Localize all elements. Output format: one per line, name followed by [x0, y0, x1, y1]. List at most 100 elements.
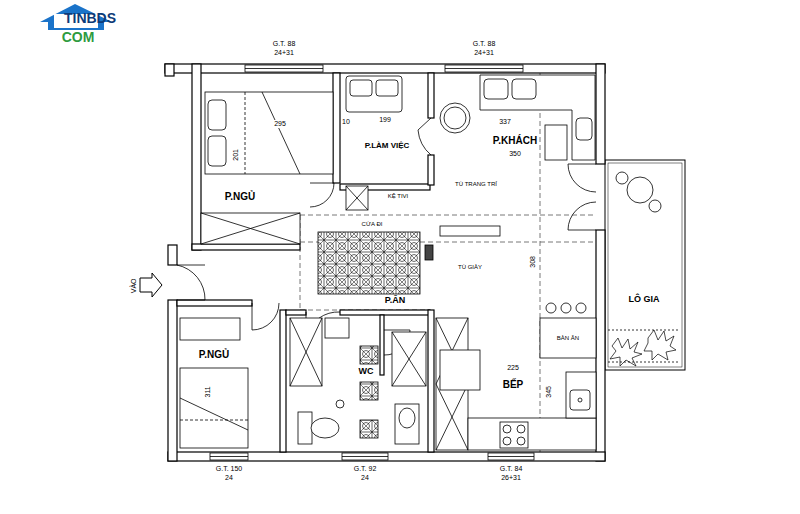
- bar-counter: [576, 303, 586, 313]
- living-furniture: [444, 107, 466, 129]
- bathroom: [290, 318, 322, 386]
- dimension: 199: [378, 116, 392, 124]
- sofa: [350, 80, 372, 96]
- entry-label: VÀO: [129, 278, 137, 295]
- windows: [245, 65, 323, 72]
- bed: [180, 318, 240, 340]
- bar-counter: [561, 303, 571, 313]
- walls: [596, 64, 605, 164]
- bathroom: [290, 318, 426, 444]
- dimension: 345: [545, 385, 553, 399]
- windows: [445, 65, 523, 72]
- window-tag: 26+31: [500, 474, 522, 482]
- sofa: [376, 80, 398, 96]
- kitchen: [436, 318, 596, 450]
- bed: [180, 398, 248, 430]
- dimension: 225: [506, 364, 520, 372]
- room-label: P.LÀM VIỆC: [364, 142, 411, 151]
- living-furniture: [440, 103, 470, 133]
- balcony-furniture: [649, 200, 661, 212]
- door-swings: [418, 118, 431, 155]
- windows: [342, 456, 388, 457]
- plants: [644, 330, 676, 360]
- kitchen: [503, 425, 511, 433]
- dining-table: [318, 232, 420, 294]
- windows: [210, 456, 248, 457]
- window-tag: 24+31: [473, 49, 495, 57]
- door-swings: [568, 164, 596, 192]
- window-tag: G.T. 150: [215, 465, 243, 473]
- plants: [610, 338, 642, 366]
- walls: [596, 230, 605, 461]
- furniture-note: TỦ TRANG TRÍ: [454, 181, 498, 188]
- balcony: [605, 160, 685, 370]
- bed: [262, 92, 300, 174]
- dimension: 337: [498, 118, 512, 126]
- bar-counter: [546, 303, 556, 313]
- bar-counter: [540, 303, 596, 358]
- entry-arrow: [140, 273, 162, 297]
- balcony: [605, 160, 685, 370]
- windows: [445, 68, 523, 69]
- kitchen: [500, 422, 528, 448]
- walls: [165, 64, 174, 76]
- sofa: [346, 186, 368, 210]
- plants: [610, 330, 676, 366]
- sofa: [346, 76, 402, 112]
- kitchen: [440, 350, 480, 390]
- kitchen: [468, 418, 596, 450]
- wardrobe: [201, 213, 300, 244]
- bathroom: [325, 318, 349, 338]
- window-tag: 24: [360, 474, 370, 482]
- dimension: 295: [273, 120, 287, 128]
- walls: [177, 300, 252, 306]
- window-tag: 24: [224, 474, 234, 482]
- room-label: P.ĂN: [384, 296, 406, 306]
- room-label: LÔ GIA: [628, 295, 661, 305]
- bed: [180, 368, 248, 448]
- walls: [280, 310, 286, 452]
- wardrobe: [201, 213, 300, 244]
- window-tag: 24+31: [273, 49, 295, 57]
- walls: [428, 155, 434, 185]
- furniture-note: KỆ TIVI: [387, 193, 410, 200]
- walls: [192, 244, 300, 250]
- windows: [488, 456, 534, 457]
- door-swings: [310, 183, 334, 207]
- windows: [488, 453, 534, 460]
- furniture-note: TỦ GIÀY: [457, 264, 483, 271]
- guide-lines: [540, 73, 541, 452]
- window-tag: G.T. 88: [472, 40, 497, 48]
- kitchen: [517, 437, 525, 445]
- walls: [165, 64, 605, 73]
- furniture-note: BÀN ĂN: [556, 335, 580, 342]
- wardrobe: [201, 213, 300, 244]
- guide-lines: [300, 73, 596, 452]
- room-label: P.KHÁCH: [492, 135, 538, 146]
- bathroom: [360, 382, 378, 400]
- windows: [210, 453, 248, 460]
- bed: [245, 92, 246, 174]
- bathroom: [290, 318, 322, 386]
- balcony-furniture: [616, 172, 628, 184]
- window-tag: G.T. 88: [272, 40, 297, 48]
- bathroom: [336, 400, 344, 408]
- guide-lines: [300, 215, 596, 216]
- entry-arrow: [140, 273, 162, 297]
- dimension: 308: [529, 255, 537, 269]
- dimension: 201: [232, 148, 240, 162]
- door-swings: [568, 202, 596, 230]
- walls: [192, 64, 201, 250]
- room-label: WC: [358, 367, 375, 377]
- dimension: 350: [508, 150, 522, 158]
- sofa: [346, 186, 368, 210]
- kitchen: [566, 372, 596, 418]
- walls: [428, 73, 434, 118]
- bathroom: [395, 404, 419, 444]
- furniture-note: CỬA ĐI: [361, 221, 384, 228]
- walls: [165, 64, 605, 461]
- bathroom: [392, 332, 426, 386]
- dimension: 10: [341, 118, 351, 126]
- living-furniture: [545, 125, 567, 160]
